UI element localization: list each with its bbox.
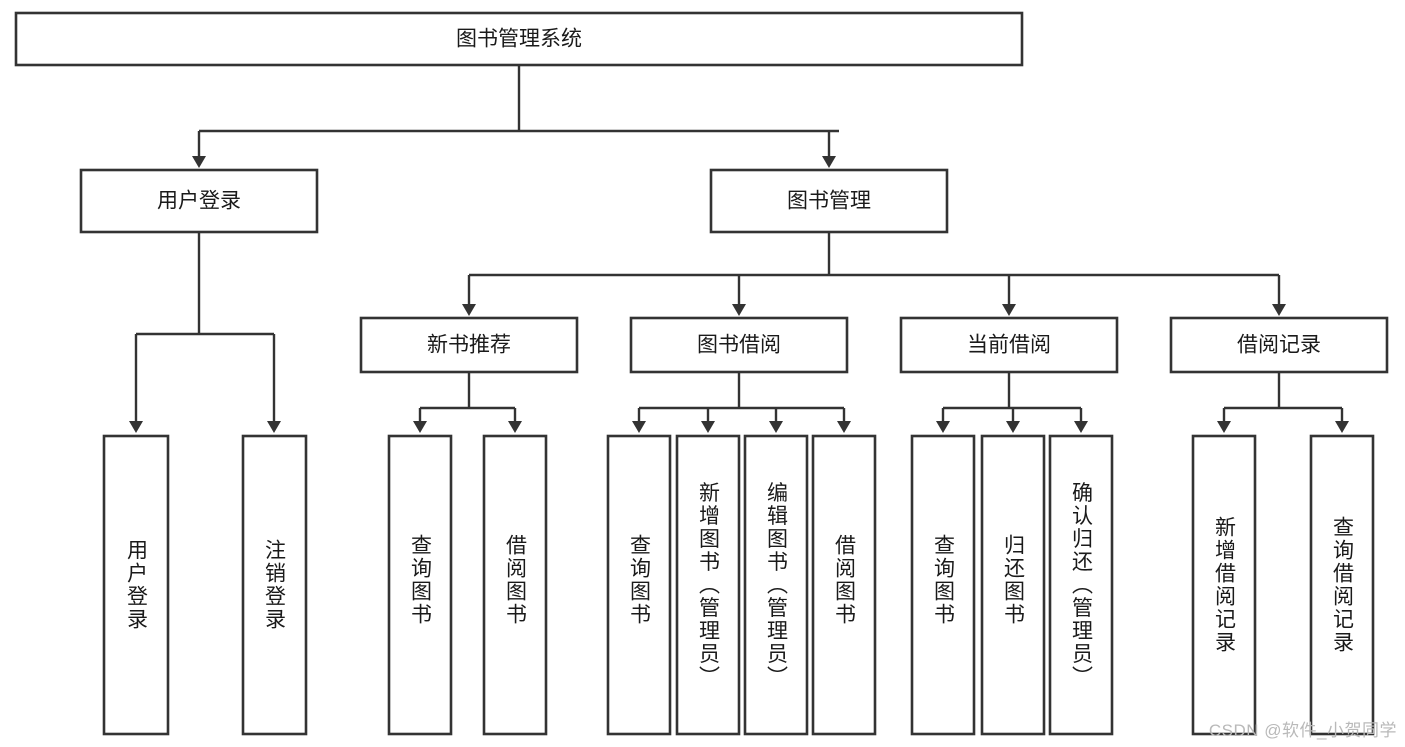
leaf-query-book-newbook-label: 查询图书 [409, 534, 433, 626]
leaf-query-book-current-label: 查询图书 [932, 534, 956, 626]
leaf-edit-book-admin-label: 编辑图书（管理员） [765, 482, 789, 689]
leaf-return-book[interactable]: 归还图书 [980, 434, 1046, 736]
node-book-management-box [709, 168, 949, 234]
leaf-add-borrow-record-label: 新增借阅记录 [1213, 516, 1237, 654]
leaf-add-borrow-record-box [1191, 434, 1257, 736]
node-new-book-recommend[interactable]: 新书推荐 [359, 316, 579, 374]
leaf-user-login-box [102, 434, 170, 736]
leaf-query-book-newbook-box [387, 434, 453, 736]
csdn-watermark: CSDN @软件_小贺同学 [1208, 721, 1397, 740]
leaf-confirm-return-admin-box [1048, 434, 1114, 736]
node-book-borrow[interactable]: 图书借阅 [629, 316, 849, 374]
leaf-return-book-box [980, 434, 1046, 736]
node-root[interactable]: 图书管理系统 [14, 11, 1024, 67]
leaf-query-borrow-record-box [1309, 434, 1375, 736]
leaf-edit-book-admin-box [743, 434, 809, 736]
node-new-book-recommend-box [359, 316, 579, 374]
leaf-logout-label: 注销登录 [263, 539, 287, 631]
node-book-borrow-label: 图书借阅 [697, 334, 781, 357]
leaf-query-borrow-record[interactable]: 查询借阅记录 [1309, 434, 1375, 736]
leaf-confirm-return-admin[interactable]: 确认归还（管理员） [1048, 434, 1114, 736]
leaf-borrow-book-newbook-box [482, 434, 548, 736]
node-current-borrow-box [899, 316, 1119, 374]
leaf-query-borrow-record-label: 查询借阅记录 [1331, 516, 1355, 654]
connector-layer [129, 65, 1349, 433]
leaf-query-book-borrow[interactable]: 查询图书 [606, 434, 672, 736]
node-root-label: 图书管理系统 [456, 28, 582, 51]
node-current-borrow-label: 当前借阅 [967, 334, 1051, 357]
node-current-borrow[interactable]: 当前借阅 [899, 316, 1119, 374]
leaf-borrow-book-label: 借阅图书 [833, 534, 857, 626]
leaf-confirm-return-admin-label: 确认归还（管理员） [1070, 482, 1094, 689]
leaf-query-book-borrow-label: 查询图书 [628, 534, 652, 626]
leaf-borrow-book[interactable]: 借阅图书 [811, 434, 877, 736]
node-root-box [14, 11, 1024, 67]
leaf-user-login[interactable]: 用户登录 [102, 434, 170, 736]
leaf-borrow-book-newbook[interactable]: 借阅图书 [482, 434, 548, 736]
leaf-add-book-admin-label: 新增图书（管理员） [697, 482, 721, 689]
leaf-borrow-book-box [811, 434, 877, 736]
node-borrow-record-label: 借阅记录 [1237, 334, 1321, 357]
leaf-logout[interactable]: 注销登录 [241, 434, 308, 736]
leaf-query-book-current[interactable]: 查询图书 [910, 434, 976, 736]
node-book-management-label: 图书管理 [787, 190, 871, 213]
leaf-user-login-label: 用户登录 [125, 539, 149, 631]
node-book-borrow-box [629, 316, 849, 374]
leaf-edit-book-admin[interactable]: 编辑图书（管理员） [743, 434, 809, 736]
node-borrow-record-box [1169, 316, 1389, 374]
node-user-login-label: 用户登录 [157, 190, 241, 213]
leaf-query-book-newbook[interactable]: 查询图书 [387, 434, 453, 736]
node-borrow-record[interactable]: 借阅记录 [1169, 316, 1389, 374]
leaf-add-book-admin-box [675, 434, 741, 736]
node-user-login-box [79, 168, 319, 234]
leaf-return-book-label: 归还图书 [1002, 534, 1026, 626]
leaf-add-book-admin[interactable]: 新增图书（管理员） [675, 434, 741, 736]
leaf-query-book-current-box [910, 434, 976, 736]
leaf-borrow-book-newbook-label: 借阅图书 [504, 534, 528, 626]
node-new-book-recommend-label: 新书推荐 [427, 334, 511, 357]
leaf-query-book-borrow-box [606, 434, 672, 736]
leaf-add-borrow-record[interactable]: 新增借阅记录 [1191, 434, 1257, 736]
node-user-login[interactable]: 用户登录 [79, 168, 319, 234]
leaf-logout-box [241, 434, 308, 736]
node-book-management[interactable]: 图书管理 [709, 168, 949, 234]
